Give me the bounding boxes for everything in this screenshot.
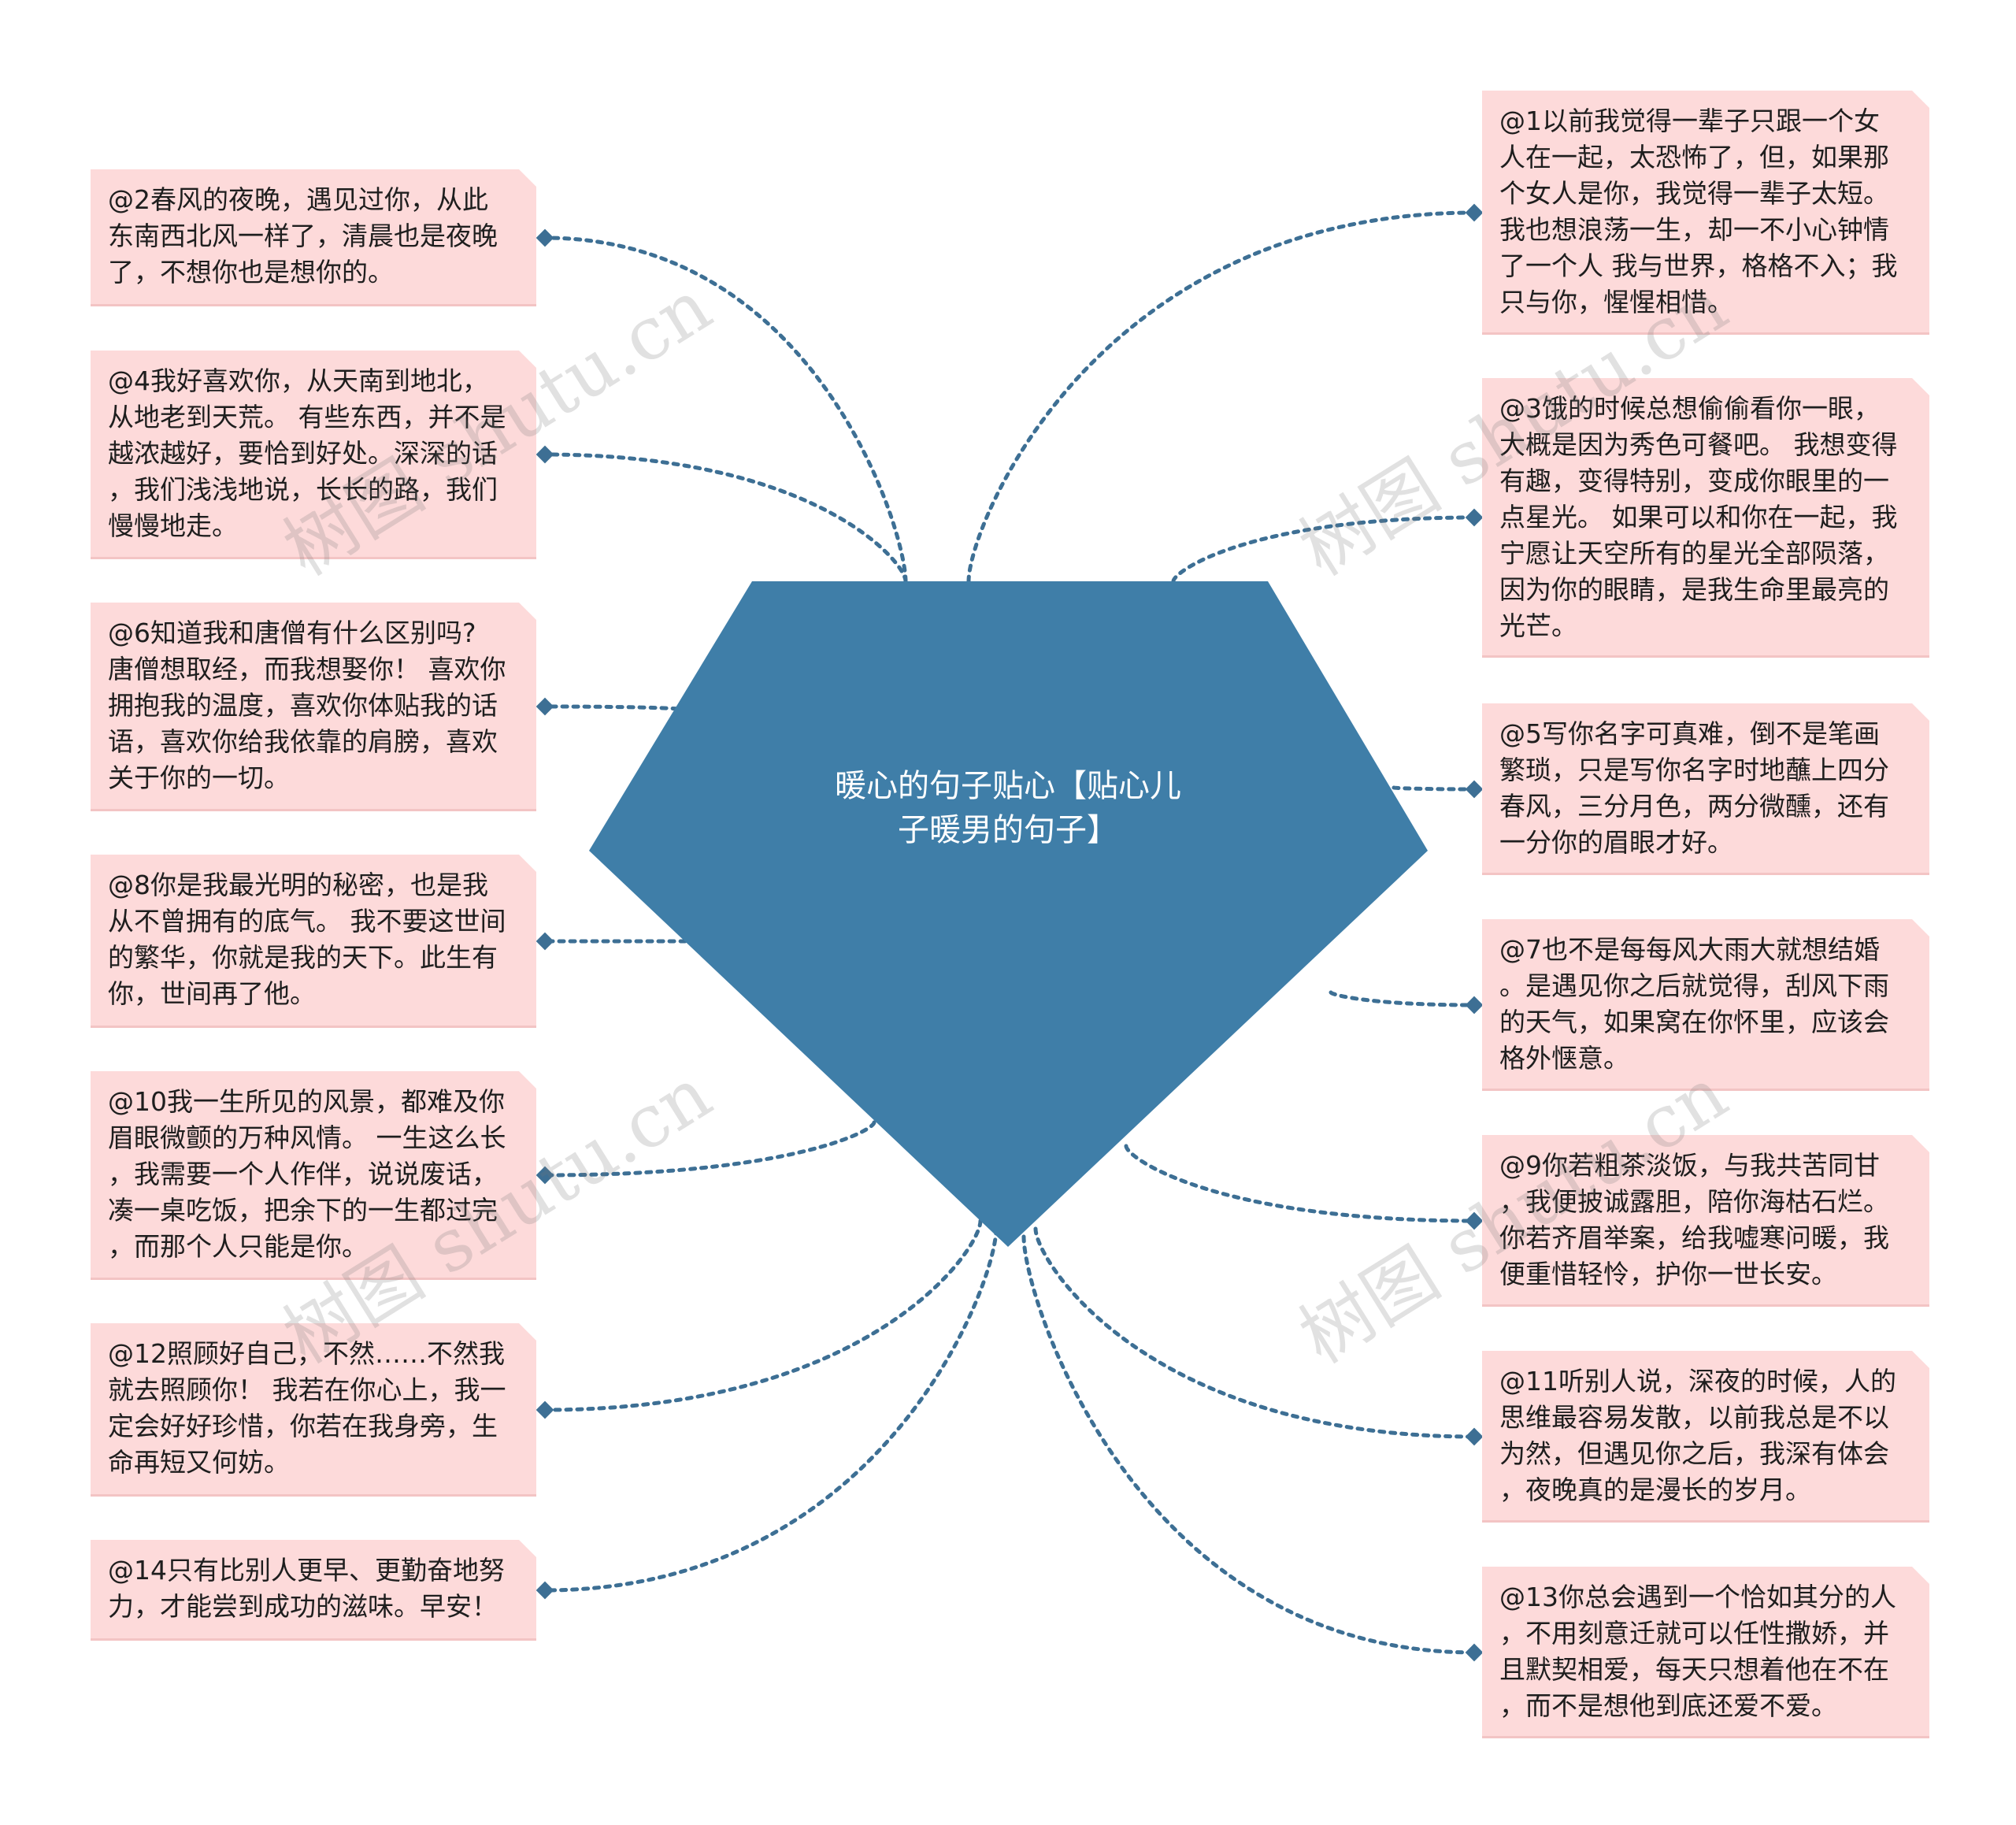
topic-node-text: @14只有比别人更早、更勤奋地努 力，才能尝到成功的滋味。早安！ [108,1555,505,1622]
topic-node-11[interactable]: @11听别人说，深夜的时候，人的 思维最容易发散，以前我总是不以 为然，但遇见你… [1482,1351,1929,1523]
topic-node-text: @12照顾好自己，不然……不然我 就去照顾你！ 我若在你心上，我一 定会好好珍惜… [108,1338,506,1478]
center-topic-shape[interactable] [589,581,1428,1247]
connector-left [543,1219,983,1412]
topic-node-text: @5写你名字可真难，倒不是笔画 繁琐，只是写你名字时地蘸上四分 春风，三分月色，… [1499,718,1889,858]
connector-end-diamond [1465,1211,1484,1230]
connector-right [1171,515,1477,584]
topic-node-text: @4我好喜欢你，从天南到地北， 从地老到天荒。 有些东西，并不是 越浓越好，要恰… [108,365,506,541]
connector-right [1124,1144,1477,1223]
connector-end-diamond [1465,508,1484,527]
topic-node-3[interactable]: @3饿的时候总想偷偷看你一眼， 大概是因为秀色可餐吧。 我想变得 有趣，变得特别… [1482,378,1929,658]
connector-left [543,236,908,584]
connector-end-diamond [536,445,554,464]
topic-node-9[interactable]: @9你若粗茶淡饭，与我共苦同甘 ，我便披诚露胆，陪你海枯石烂。 你若齐眉举案，给… [1482,1135,1929,1307]
connector-left [543,1120,876,1178]
connector-right [1021,1234,1477,1655]
topic-node-text: @1以前我觉得一辈子只跟一个女 人在一起，太恐怖了，但，如果那 个女人是你，我觉… [1499,106,1898,317]
connector-left [543,704,680,711]
topic-node-text: @2春风的夜晚，遇见过你，从此 东南西北风一样了，清晨也是夜晚 了，不想你也是想… [108,184,498,287]
topic-node-6[interactable]: @6知道我和唐僧有什么区别吗? 唐僧想取经，而我想娶你！ 喜欢你 拥抱我的温度，… [91,603,536,811]
connector-end-diamond [536,1166,554,1185]
topic-node-text: @6知道我和唐僧有什么区别吗? 唐僧想取经，而我想娶你！ 喜欢你 拥抱我的温度，… [108,618,506,793]
topic-node-text: @13你总会遇到一个恰如其分的人 ，不用刻意迁就可以任性撒娇，并 且默契相爱，每… [1499,1582,1896,1721]
connector-right [1033,1226,1477,1439]
center-topic-title: 暖心的句子贴心【贴心儿 子暖男的句子】 [835,768,1181,848]
connector-end-diamond [1465,1427,1484,1446]
topic-node-text: @11听别人说，深夜的时候，人的 思维最容易发散，以前我总是不以 为然，但遇见你… [1499,1366,1896,1505]
connector-end-diamond [1465,996,1484,1015]
topic-node-14[interactable]: @14只有比别人更早、更勤奋地努 力，才能尝到成功的滋味。早安！ [91,1540,536,1641]
connector-right [1392,785,1477,792]
topic-node-13[interactable]: @13你总会遇到一个恰如其分的人 ，不用刻意迁就可以任性撒娇，并 且默契相爱，每… [1482,1567,1929,1738]
topic-node-2[interactable]: @2春风的夜晚，遇见过你，从此 东南西北风一样了，清晨也是夜晚 了，不想你也是想… [91,169,536,306]
connector-right [1329,990,1477,1007]
connector-end-diamond [1465,1643,1484,1662]
topic-node-8[interactable]: @8你是我最光明的秘密，也是我 从不曾拥有的底气。 我不要这世间 的繁华，你就是… [91,855,536,1028]
connector-end-diamond [536,697,554,716]
connector-left [543,1226,999,1593]
topic-node-text: @10我一生所见的风景，都难及你 眉眼微颤的万种风情。 一生这么长 ，我需要一个… [108,1086,506,1262]
topic-node-text: @3饿的时候总想偷偷看你一眼， 大概是因为秀色可餐吧。 我想变得 有趣，变得特别… [1499,393,1898,641]
topic-node-12[interactable]: @12照顾好自己，不然……不然我 就去照顾你！ 我若在你心上，我一 定会好好珍惜… [91,1323,536,1497]
topic-node-1[interactable]: @1以前我觉得一辈子只跟一个女 人在一起，太恐怖了，但，如果那 个女人是你，我觉… [1482,91,1929,335]
topic-node-5[interactable]: @5写你名字可真难，倒不是笔画 繁琐，只是写你名字时地蘸上四分 春风，三分月色，… [1482,703,1929,875]
connector-end-diamond [536,932,554,951]
connector-end-diamond [1465,203,1484,222]
topic-node-text: @8你是我最光明的秘密，也是我 从不曾拥有的底气。 我不要这世间 的繁华，你就是… [108,870,506,1009]
connector-end-diamond [536,1400,554,1419]
topic-node-7[interactable]: @7也不是每每风大雨大就想结婚 。是遇见你之后就觉得，刮风下雨 的天气，如果窝在… [1482,919,1929,1091]
connector-end-diamond [1465,780,1484,799]
topic-node-4[interactable]: @4我好喜欢你，从天南到地北， 从地老到天荒。 有些东西，并不是 越浓越好，要恰… [91,351,536,559]
connector-right [966,210,1477,584]
connector-left [543,452,908,584]
connector-end-diamond [536,1581,554,1600]
topic-node-text: @9你若粗茶淡饭，与我共苦同甘 ，我便披诚露胆，陪你海枯石烂。 你若齐眉举案，给… [1499,1150,1889,1289]
connector-end-diamond [536,228,554,247]
topic-node-text: @7也不是每每风大雨大就想结婚 。是遇见你之后就觉得，刮风下雨 的天气，如果窝在… [1499,934,1889,1074]
topic-node-10[interactable]: @10我一生所见的风景，都难及你 眉眼微颤的万种风情。 一生这么长 ，我需要一个… [91,1071,536,1280]
